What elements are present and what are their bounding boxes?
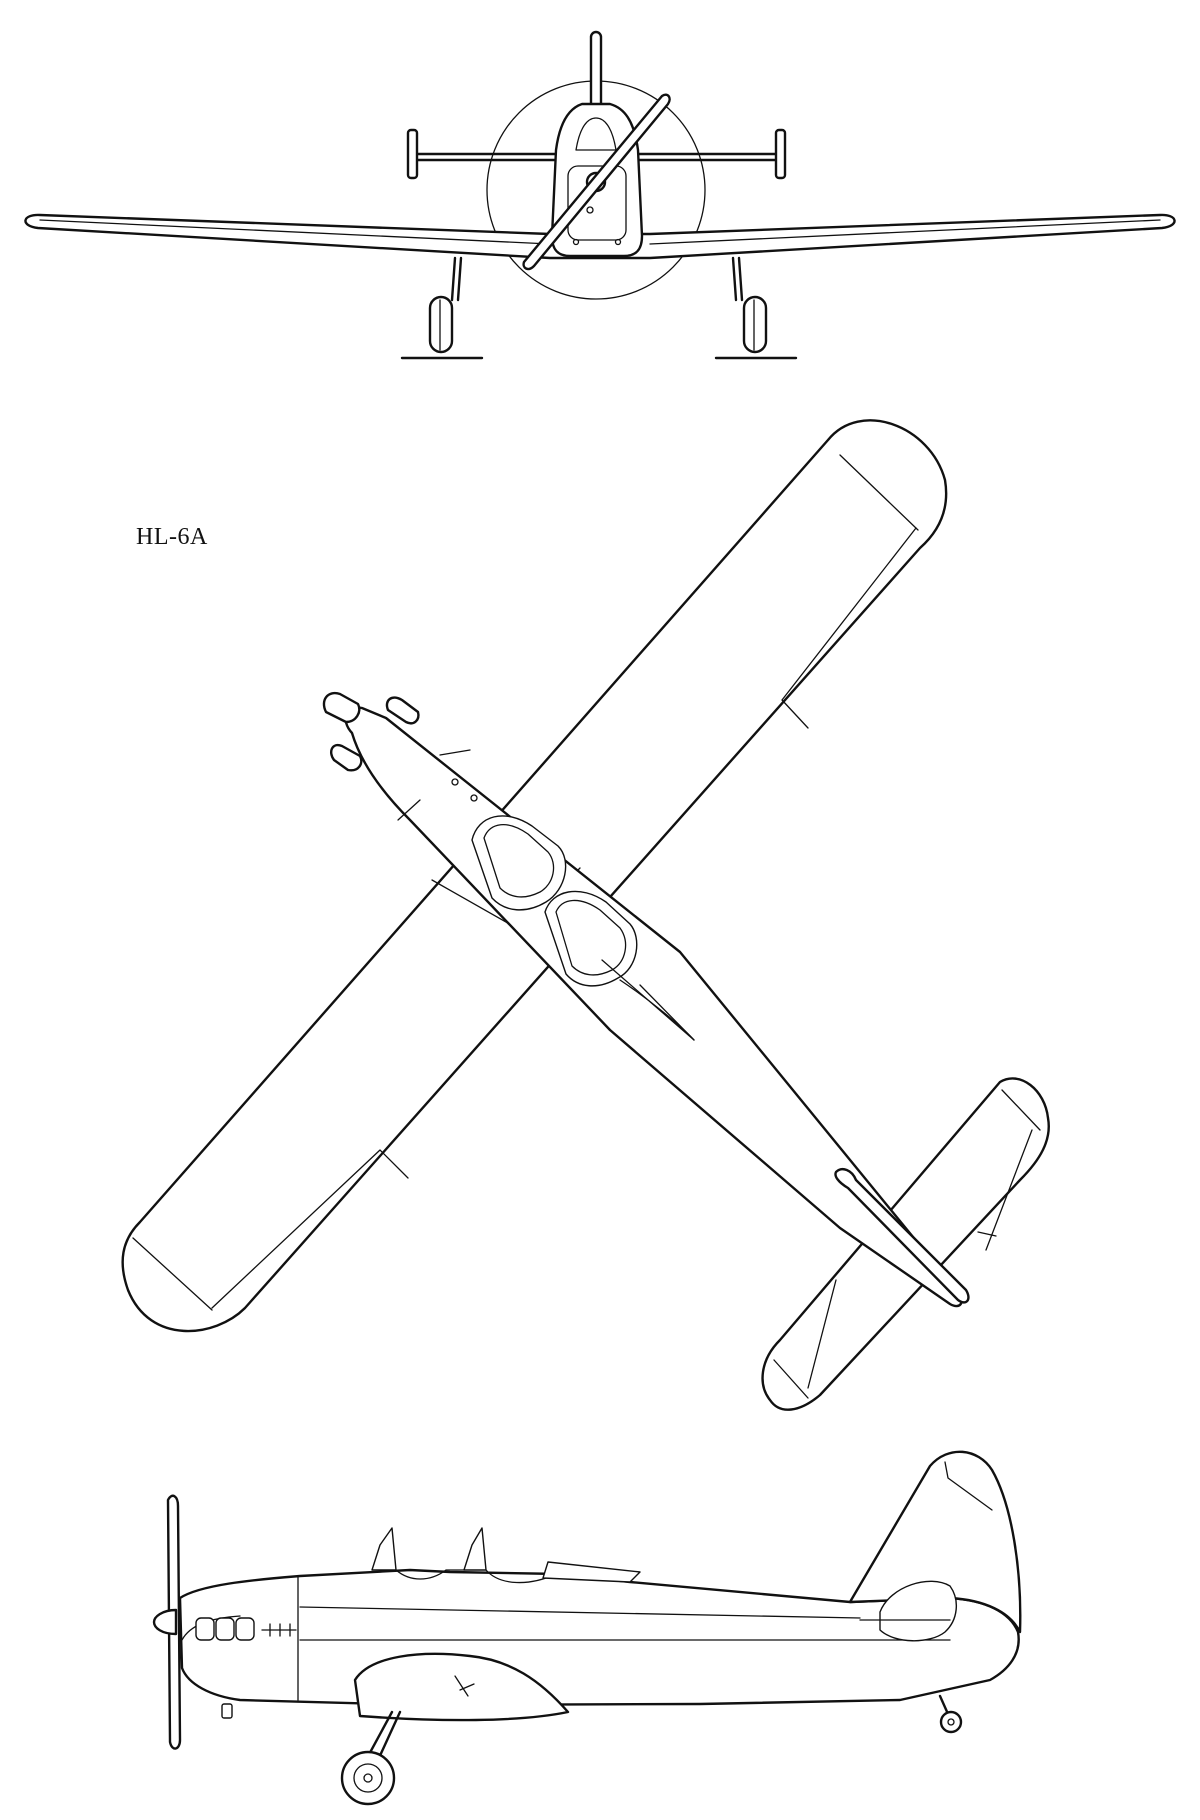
top-fin <box>834 1168 970 1304</box>
side-fin <box>848 1450 1022 1634</box>
top-engine-nose <box>322 691 478 802</box>
aircraft-designation: HL-6A <box>136 524 208 550</box>
side-engine-cowling <box>181 1615 297 1719</box>
side-spinner <box>152 1608 178 1636</box>
top-canopy-front <box>471 815 567 911</box>
side-tail-wheel <box>938 1694 963 1734</box>
side-view <box>152 1450 1022 1806</box>
top-canopy-rear <box>544 890 638 987</box>
top-view <box>121 419 1050 1411</box>
front-gear-left <box>400 256 484 360</box>
front-fin <box>589 30 603 112</box>
side-cockpit <box>371 1527 397 1571</box>
top-aileron-left <box>211 1149 409 1309</box>
front-propeller <box>522 93 671 271</box>
front-view <box>24 30 1176 360</box>
side-main-gear <box>340 1710 402 1806</box>
side-tailplane <box>879 1580 957 1642</box>
top-aileron-right <box>781 527 917 729</box>
front-gear-right <box>714 256 798 360</box>
